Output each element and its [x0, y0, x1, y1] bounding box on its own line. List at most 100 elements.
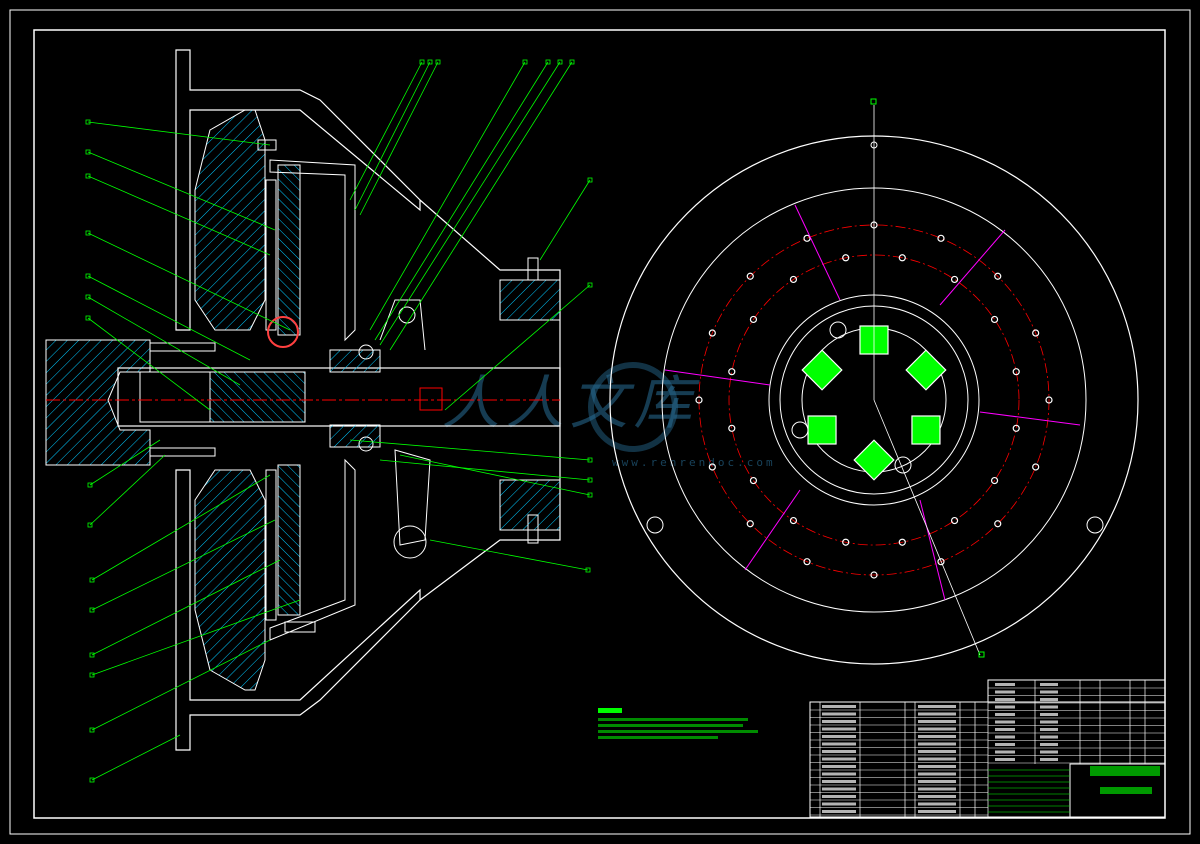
leader-balloon: [87, 522, 93, 528]
cell-text: [918, 810, 956, 813]
leader-line: [349, 61, 423, 201]
cell-text: [995, 750, 1015, 754]
cell-text: [918, 757, 956, 761]
cell-text: [822, 742, 856, 746]
rivet-hole: [870, 571, 878, 579]
radial-leader-bottom: [873, 399, 981, 656]
leader-line: [91, 519, 276, 611]
section-line-4: [979, 411, 1081, 426]
cell-text: [822, 802, 856, 806]
release-bearing-top: [329, 349, 381, 373]
cell-text: [822, 727, 856, 731]
notes-line: [598, 724, 743, 727]
cell-text: [1040, 720, 1058, 724]
rivet-hole: [898, 538, 906, 546]
cell-text: [1040, 758, 1058, 761]
cell-text: [822, 787, 856, 791]
leader-line: [389, 61, 573, 351]
centerline-detail: [419, 387, 443, 411]
rivet-hole: [789, 275, 798, 284]
cell-text: [918, 720, 956, 723]
leader-line: [87, 296, 241, 386]
cell-text: [995, 728, 1015, 731]
rivet-hole: [708, 463, 716, 471]
leader-line: [91, 474, 271, 581]
mount-hole: [791, 421, 809, 439]
clutch-section-view: [45, 49, 561, 751]
leader-balloon: [89, 652, 95, 658]
notes-line: [598, 730, 758, 733]
drawing-number-text: [1100, 787, 1152, 794]
cell-text: [822, 705, 856, 708]
rivet-hole: [1045, 396, 1053, 404]
cell-text: [918, 795, 956, 798]
leader-balloon: [569, 59, 575, 65]
rivet-hole: [746, 272, 754, 280]
leader-line: [89, 454, 166, 526]
leader-balloon: [587, 492, 593, 498]
technical-requirements-notes: [598, 708, 758, 739]
cell-text: [822, 720, 856, 723]
cell-text: [918, 802, 956, 806]
cell-text: [995, 690, 1015, 694]
cell-text: [995, 758, 1015, 761]
leader-balloon: [89, 577, 95, 583]
cell-text: [918, 735, 956, 738]
clutch-face-view: [609, 98, 1139, 665]
rivet-hole: [803, 234, 811, 242]
rivet-hole: [749, 315, 758, 324]
rivet-hole: [842, 538, 850, 546]
housing-bolt-bottom: [527, 514, 539, 544]
leader-balloon: [435, 59, 441, 65]
notes-line: [598, 736, 718, 739]
friction-disc-bottom: [265, 469, 277, 621]
inner-border: [33, 29, 1166, 819]
leader-line: [379, 61, 561, 346]
housing-flange-bottom: [499, 479, 561, 531]
leader-balloon: [545, 59, 551, 65]
view-marker-top: [870, 98, 877, 105]
cell-text: [918, 765, 956, 768]
mount-hole: [829, 321, 847, 339]
fork-pivot: [393, 525, 427, 559]
leader-balloon: [85, 294, 91, 300]
leader-line: [354, 61, 431, 211]
bearing-ball-top: [358, 344, 374, 360]
cell-text: [822, 795, 856, 798]
cell-text: [1040, 750, 1058, 754]
cell-text: [1040, 735, 1058, 739]
spring-window: [853, 439, 895, 481]
leader-line: [349, 439, 591, 461]
cell-text: [995, 743, 1015, 746]
release-fork-top: [379, 299, 426, 351]
leader-balloon: [85, 149, 91, 155]
cell-text: [822, 750, 856, 753]
rivet-hole: [994, 520, 1002, 528]
rivet-hole: [695, 396, 703, 404]
cover-bolt-top: [257, 139, 277, 151]
view-marker-bottom: [978, 651, 985, 658]
leader-line: [399, 454, 591, 496]
rivet-hole: [1012, 424, 1020, 432]
bolt-circle-inner: [728, 254, 1020, 546]
cell-text: [1040, 690, 1058, 694]
housing-bolt-top: [527, 257, 539, 281]
spring-window: [905, 349, 947, 391]
crank-bolt-bottom: [149, 447, 216, 457]
rivet-holes: [646, 141, 1104, 579]
leader-line: [87, 275, 251, 361]
leader-line: [379, 459, 591, 481]
leader-line: [87, 175, 271, 256]
drawing-name-cell: [1069, 763, 1166, 818]
rivet-hole: [708, 329, 716, 337]
notes-heading: [598, 708, 622, 713]
rivet-hole: [950, 516, 959, 525]
leader-balloon: [89, 727, 95, 733]
cell-text: [918, 780, 956, 783]
spring-window: [801, 349, 843, 391]
title-block-table: [809, 679, 1166, 818]
section-line-2: [939, 229, 1006, 306]
leader-balloon: [85, 315, 91, 321]
leader-line: [539, 179, 591, 261]
